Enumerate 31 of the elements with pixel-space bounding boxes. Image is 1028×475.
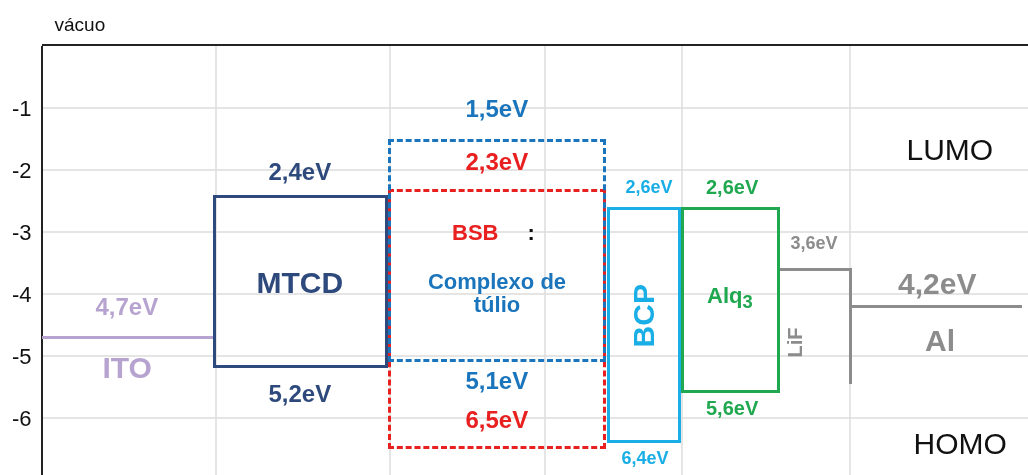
tick-label: -2 [12, 158, 32, 182]
energy-value: 2,4eV [268, 158, 332, 184]
energy-value: 5,2eV [268, 381, 332, 407]
energy-value: 2,6eV [625, 177, 673, 197]
tick-label: -5 [12, 344, 32, 368]
material-label: 6,5eV [465, 407, 529, 433]
material-label: Complexo de túlio [426, 270, 568, 317]
material-label: 5,1eV [465, 368, 529, 394]
energy-value: 6,4eV [621, 449, 669, 469]
material-label: MTCD [256, 267, 344, 299]
material-label: : [527, 220, 535, 244]
material-label: ITO [102, 352, 152, 384]
level-label: HOMO [913, 428, 1007, 460]
axis-title: vácuo [54, 15, 106, 35]
tick-label: -1 [12, 96, 32, 120]
material-label: LiF [784, 328, 806, 358]
material-label: BSB [452, 220, 499, 244]
energy-value: 4,2eV [898, 268, 977, 300]
tick-label: -6 [12, 406, 32, 430]
level-label: LUMO [906, 134, 994, 166]
material-label: Al [925, 325, 955, 357]
material-label: BCP [627, 284, 659, 348]
energy-value: 3,6eV [790, 233, 838, 253]
energy-value: 1,5eV [465, 95, 529, 121]
tick-label: -3 [12, 220, 32, 244]
energy-value: 4,7eV [95, 293, 159, 319]
material-label: Alq$_{3}$ [707, 284, 753, 312]
energy-value: 2,6eV [706, 176, 759, 198]
material-label: 2,3eV [465, 148, 529, 174]
energy-value: 5,6eV [706, 398, 759, 420]
tick-label: -4 [12, 282, 32, 306]
